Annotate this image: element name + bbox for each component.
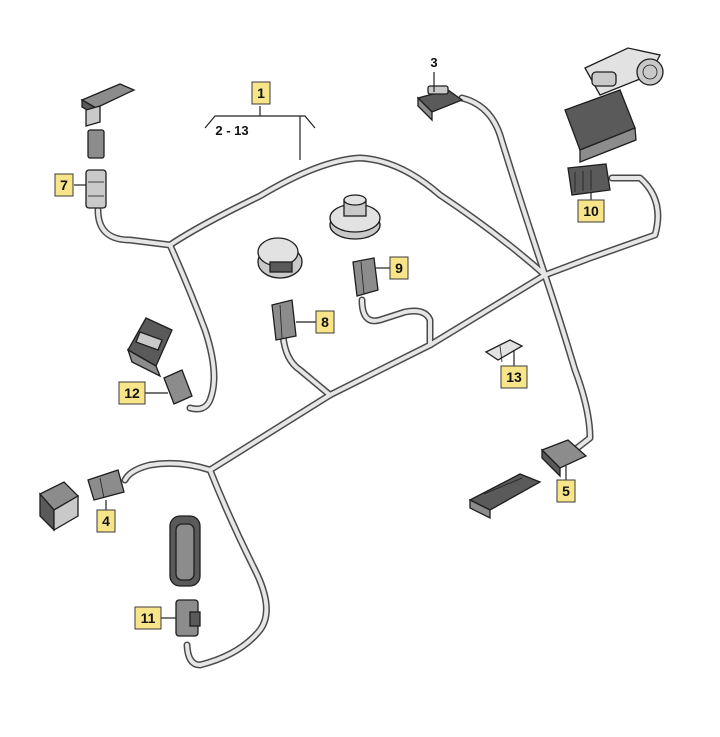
label-4: 4: [102, 513, 110, 529]
label-box-11: [134, 606, 162, 630]
connector-11: [175, 599, 201, 637]
label-box-1: [251, 81, 271, 105]
connector-8: [271, 299, 297, 341]
label-12: 12: [124, 385, 140, 401]
connector-10: [567, 163, 611, 196]
callout-7: 7: [54, 173, 86, 197]
callout-8: 8: [296, 310, 335, 334]
wiring-harness: [94, 94, 662, 669]
label-8: 8: [321, 314, 329, 330]
label-box-12: [118, 381, 146, 405]
label-box-7: [54, 173, 74, 197]
connector-4: [87, 469, 125, 501]
callout-3: 3: [430, 55, 438, 92]
window-motor: [564, 47, 664, 163]
connector-5: [540, 439, 588, 478]
label-7: 7: [60, 177, 68, 193]
callout-4: 4: [96, 500, 116, 533]
illuminated-strip: [80, 83, 136, 159]
label-box-10: [577, 199, 605, 223]
label-3: 3: [430, 55, 437, 70]
label-10: 10: [583, 203, 599, 219]
label-1: 1: [257, 85, 265, 101]
label-9: 9: [395, 260, 403, 276]
label-2-13: 2 - 13: [215, 123, 248, 138]
callout-1: 1 2 - 13: [204, 81, 316, 160]
switch-assembly-12: [126, 317, 173, 378]
label-box-9: [389, 256, 409, 280]
callout-10: 10: [577, 192, 605, 223]
label-11: 11: [141, 610, 156, 626]
callout-13: 13: [500, 350, 528, 389]
label-box-5: [556, 479, 576, 503]
mirror-adjust-knob: [329, 194, 381, 240]
round-component: [257, 237, 303, 279]
connector-12: [163, 369, 193, 405]
connector-7: [85, 169, 107, 209]
label-13: 13: [506, 369, 522, 385]
harness-core: [96, 96, 660, 667]
callout-5: 5: [556, 466, 576, 503]
door-handle-insert: [169, 515, 201, 587]
connector-3: [416, 85, 464, 122]
callout-9: 9: [376, 256, 409, 280]
label-box-13: [500, 365, 528, 389]
lamp-housing: [468, 473, 542, 520]
switch-block: [38, 481, 80, 532]
connector-9: [352, 257, 379, 297]
callout-11: 11: [134, 606, 176, 630]
label-5: 5: [562, 483, 570, 499]
clip-13: [484, 339, 524, 363]
label-box-8: [315, 310, 335, 334]
label-box-4: [96, 509, 116, 533]
callout-12: 12: [118, 381, 168, 405]
